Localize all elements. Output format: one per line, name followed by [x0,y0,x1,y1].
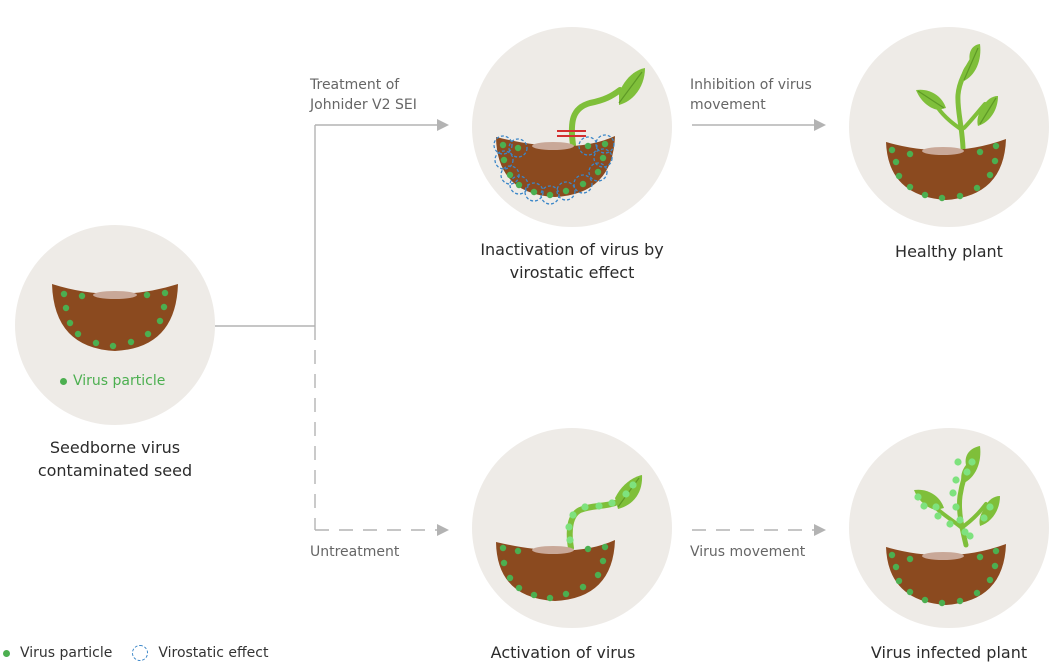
legend-virostatic-label: Virostatic effect [158,645,269,661]
virostatic-ring-icon [132,645,149,661]
healthy-plant-stage [849,27,1049,227]
legend-virus-particle-label: Virus particle [20,645,113,661]
seed-inner-legend: Virus particle [60,371,165,391]
seed-title: Seedborne virus contaminated seed [37,438,193,480]
blocked-mark [557,130,586,137]
flow-connectors [215,119,826,536]
infected-plant-title: Virus infected plant [870,643,1028,662]
inactivation-stage [472,27,672,227]
inactivation-title: Inactivation of virus by virostatic effe… [480,240,664,282]
activation-stage [472,428,672,628]
virus-movement-arrow-label: Virus movement [690,544,806,560]
legend: Virus particle Virostatic effect [0,643,268,663]
activation-title: Activation of virus [490,643,636,662]
treatment-arrow-label: Treatment of Johnider V2 SEI [310,77,417,113]
seed-stage [15,225,215,425]
untreatment-arrow-label: Untreatment [310,544,400,560]
virus-particle-dot-icon [60,377,67,385]
healthy-plant-title: Healthy plant [895,242,1003,261]
infected-plant-stage [849,428,1049,628]
virus-particle-dot-icon [3,649,10,657]
virostatic-rings [493,134,615,205]
seed-virus-particles [60,289,169,350]
seed-inner-legend-label: Virus particle [73,373,166,389]
inhibition-arrow-label: Inhibition of virus movement [690,77,812,113]
